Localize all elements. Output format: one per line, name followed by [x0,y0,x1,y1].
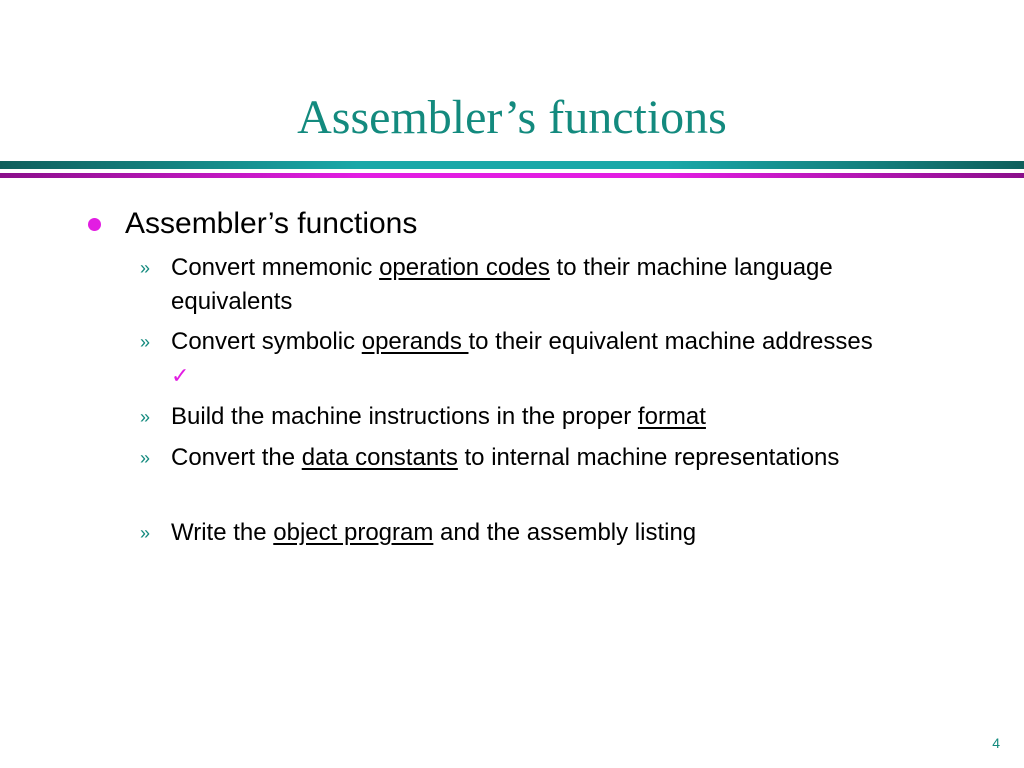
underlined-term: operation codes [379,254,550,281]
sub-item-text-pre: Build the machine instructions in the pr… [171,403,638,430]
sub-item-text: Convert mnemonic operation codes to thei… [171,251,881,319]
title-divider-magenta [0,173,1024,178]
sub-bullet-marker: » [140,407,151,427]
sub-item-5: » Write the object program and the assem… [140,516,900,552]
sub-bullet-marker: » [140,448,151,468]
main-bullet: Assembler’s functions [88,204,968,244]
underlined-term: operands [361,328,469,355]
sub-bullet-marker: » [140,258,151,278]
bullet-dot-icon [88,218,101,231]
main-bullet-text: Assembler’s functions [125,207,418,240]
underlined-term: object program [273,519,434,546]
sub-item-text-pre: Convert the [171,444,302,471]
sub-item-text-pre: Write the [171,519,274,546]
sub-item-text-post: to their machine language equivalents [171,254,833,315]
sub-item-text-post: and the assembly listing [433,519,697,546]
checkmark-icon: ✓ [171,364,190,389]
sub-item-text-post: to their equivalent machine addresses [468,328,873,355]
slide-title: Assembler’s functions [297,91,727,144]
sub-item-text: Build the machine instructions in the pr… [171,400,881,434]
sub-item-text-pre: Convert symbolic [171,328,362,355]
underlined-term: format [637,403,706,430]
title-divider-teal [0,161,1024,169]
sub-bullet-marker: » [140,523,151,543]
sub-item-2: » Convert symbolic operands to their equ… [140,325,900,395]
sub-item-text-pre: Convert mnemonic [171,254,380,281]
sub-item-4: » Convert the data constants to internal… [140,441,900,511]
sub-bullet-marker: » [140,332,151,352]
page-number: 4 [992,735,1000,751]
sub-item-text: Convert the data constants to internal m… [171,441,881,475]
sub-item-text: Write the object program and the assembl… [171,516,881,550]
sub-item-3: » Build the machine instructions in the … [140,400,900,436]
underlined-term: data constants [301,444,458,471]
sub-item-text: Convert symbolic operands to their equiv… [171,325,881,394]
sub-item-1: » Convert mnemonic operation codes to th… [140,251,900,321]
sub-item-text-post: to internal machine representations [457,444,840,471]
